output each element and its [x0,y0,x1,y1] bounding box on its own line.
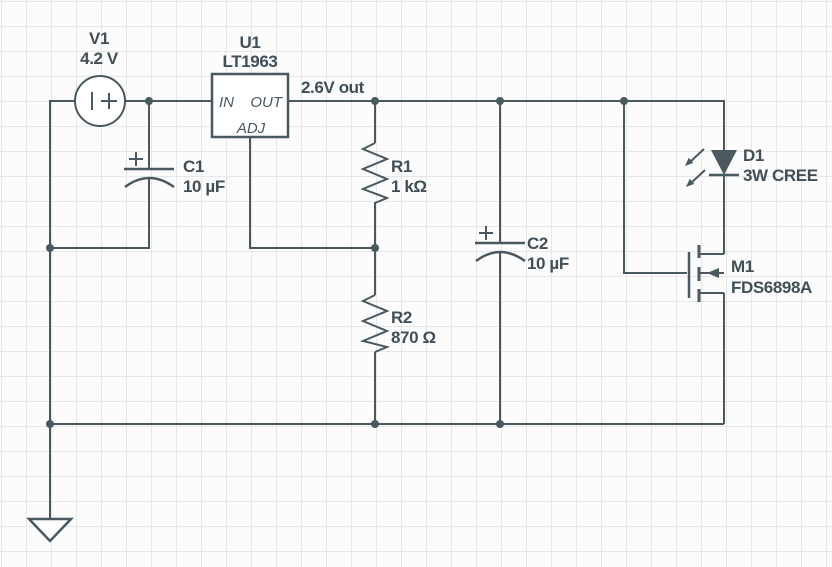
component-r2[interactable]: R2 870 Ω [359,294,436,353]
junction-dot [371,97,379,105]
ground-triangle-icon[interactable] [26,517,74,543]
ground-symbol[interactable] [26,517,74,543]
junction-dot [46,420,54,428]
led-light-arrowhead-icon [685,157,694,166]
polarity-plus-icon [129,152,143,166]
u1-pin-adj-label: ADJ [236,120,266,137]
wire-adj-feedback[interactable] [249,137,375,249]
r2-value-label: 870 Ω [391,328,436,347]
c1-value-label: 10 µF [183,177,225,196]
junction-dot [496,420,504,428]
wires [49,100,725,519]
c2-value-label: 10 µF [527,254,569,273]
junction-dot [496,97,504,105]
m1-ref-label: M1 [731,257,754,276]
m1-value-label: FDS6898A [731,278,812,297]
dc-source-icon[interactable] [74,75,126,127]
component-u1[interactable]: IN OUT ADJ U1 LT1963 [210,33,290,139]
d1-ref-label: D1 [743,146,764,165]
u1-value-label: LT1963 [223,52,278,71]
capacitor-curved-plate-icon [124,176,175,189]
r1-value-label: 1 kΩ [391,177,427,196]
u1-pin-in-label: IN [219,94,234,111]
led-light-arrow-icon [689,169,706,185]
v1-ref-label: V1 [89,29,109,48]
u1-ref-label: U1 [240,33,261,52]
net-label-vout: 2.6V out [301,78,365,97]
regulator-body-icon[interactable] [210,72,290,139]
d1-value-label: 3W CREE [743,166,818,185]
junction-dot [145,97,153,105]
capacitor-curved-plate-icon [475,250,526,263]
junction-dot [46,244,54,252]
junction-dot [620,97,628,105]
led-anode-triangle-icon[interactable] [711,150,737,175]
c1-ref-label: C1 [183,157,204,176]
plus-terminal-icon [101,93,117,109]
u1-pin-out-label: OUT [250,94,284,111]
junction-dot [371,244,379,252]
led-light-arrow-icon [688,148,705,164]
c2-ref-label: C2 [527,234,548,253]
v1-value-label: 4.2 V [80,49,119,68]
r2-ref-label: R2 [391,308,412,327]
wire-gate-branch[interactable] [623,101,687,274]
led-light-arrowhead-icon [686,178,695,187]
junction-dot [371,420,379,428]
component-r1[interactable]: R1 1 kΩ [360,142,427,204]
r1-ref-label: R1 [391,157,412,176]
component-c2[interactable]: C2 10 µF [475,226,569,273]
component-d1[interactable]: D1 3W CREE [685,146,818,187]
resistor-zigzag-icon[interactable] [360,142,390,204]
component-v1[interactable]: V1 4.2 V [74,29,126,127]
polarity-plus-icon [479,226,493,240]
component-c1[interactable]: C1 10 µF [124,152,225,196]
wire-c1-bottom[interactable] [50,179,150,249]
resistor-zigzag-icon[interactable] [359,294,391,353]
mosfet-body-arrow-icon [707,268,719,278]
wire-output-rail[interactable] [288,100,725,150]
wire-left-rail[interactable] [49,100,75,519]
component-m1[interactable]: M1 FDS6898A [687,245,812,302]
junction-dots [46,97,628,428]
